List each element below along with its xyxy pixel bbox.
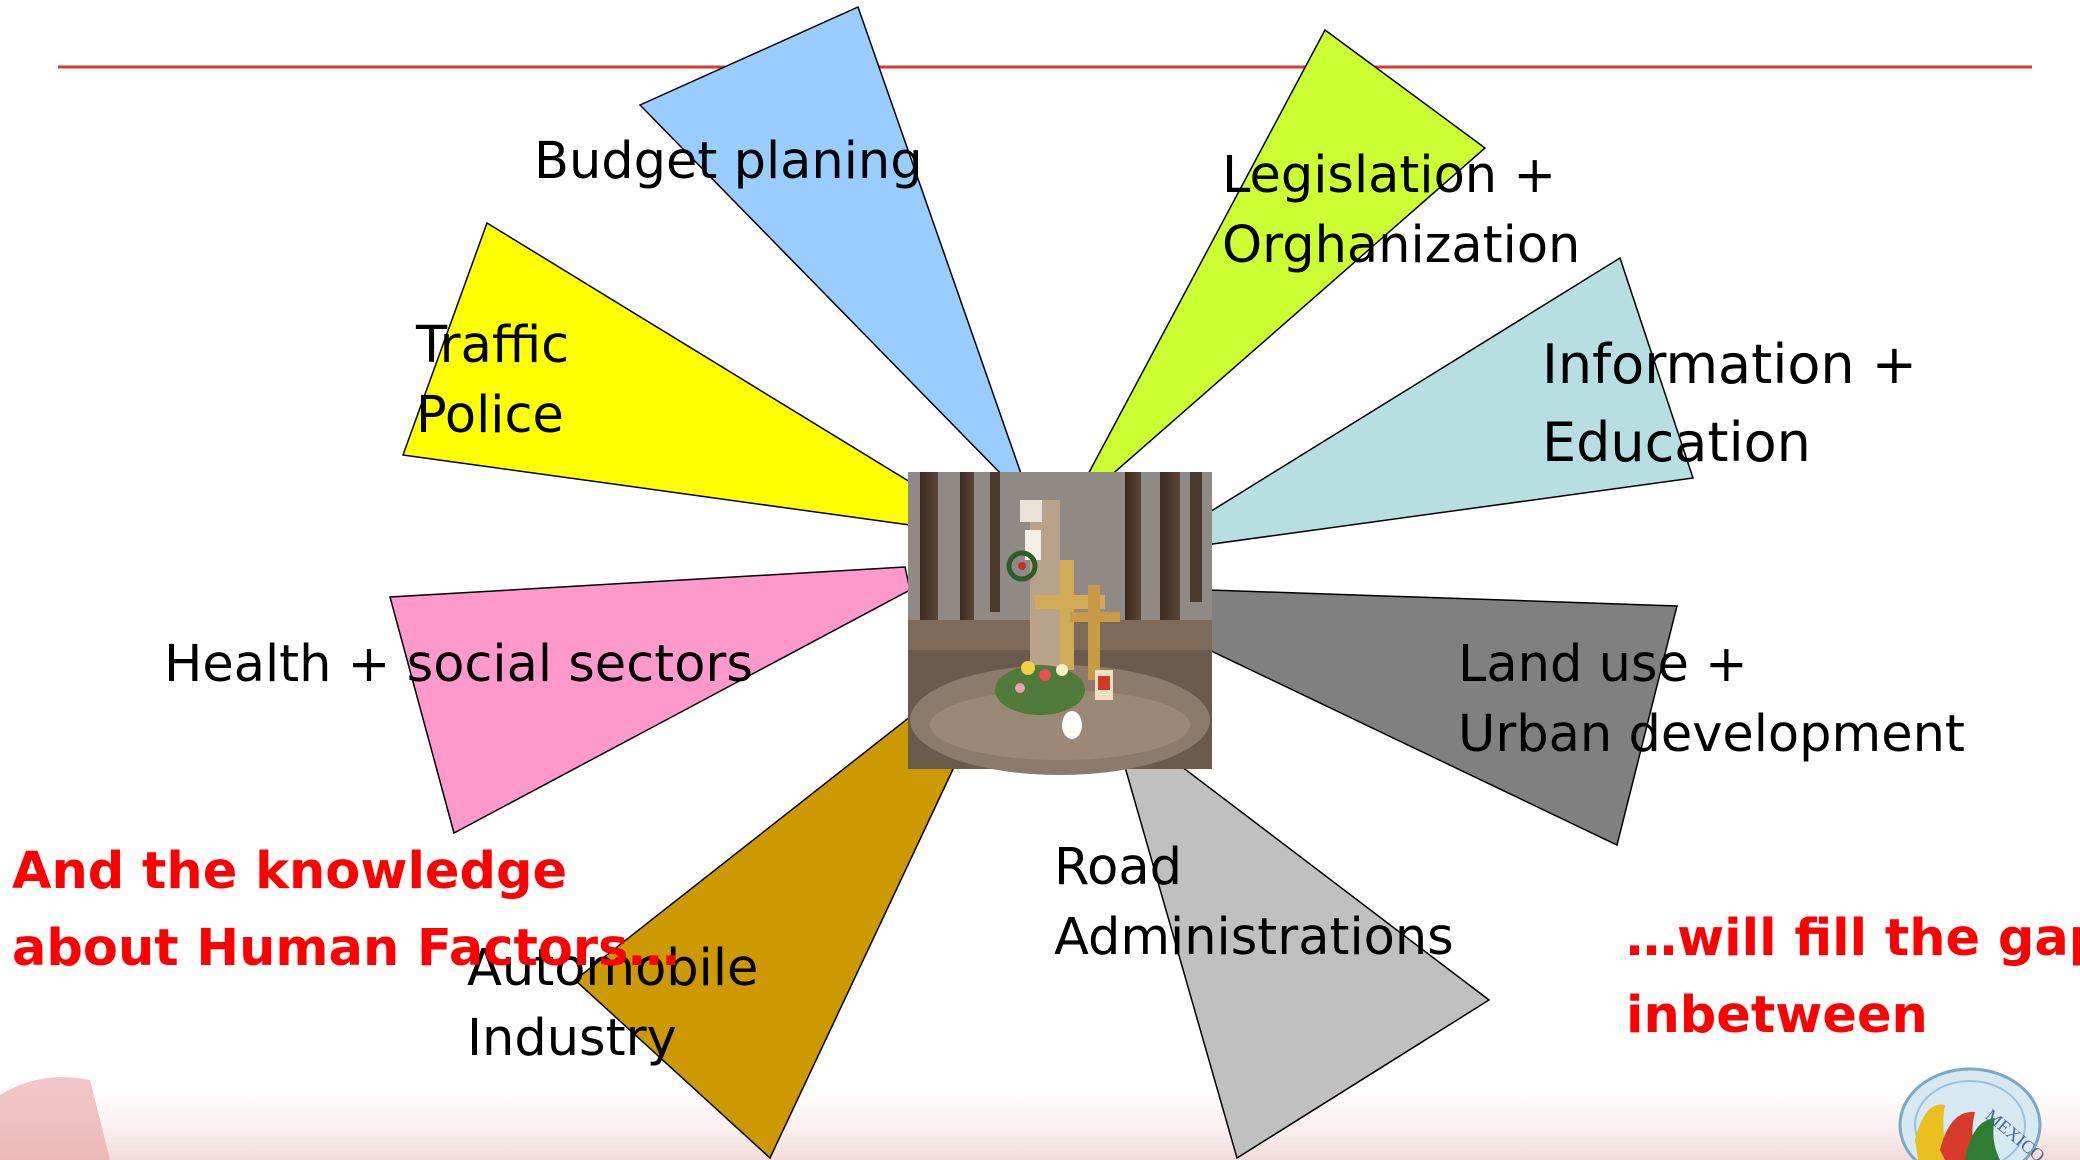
label-line: Health + social sectors — [164, 635, 753, 694]
note-line: about Human Factors… — [12, 919, 680, 978]
label-line: Information + — [1542, 333, 1917, 396]
congress-logo: MEXICO — [1898, 1067, 2049, 1160]
label-line: Automobile — [467, 939, 759, 998]
label-line: Legislation + — [1222, 146, 1557, 205]
note-human-factors: And the knowledge about Human Factors… — [12, 833, 679, 987]
label-line: Budget planing — [534, 132, 923, 191]
label-line: Administrations — [1054, 908, 1454, 967]
note-line: …will fill the gaps — [1626, 909, 2080, 968]
label-line: Police — [416, 386, 564, 445]
note-fill-gaps: …will fill the gaps inbetween — [1626, 900, 2080, 1054]
label-health-social: Health + social sectors — [164, 630, 753, 700]
label-legislation: Legislation + Orghanization — [1222, 141, 1580, 281]
label-budget-planing: Budget planing — [534, 127, 923, 197]
label-line: Land use + — [1458, 635, 1748, 694]
label-line: Industry — [467, 1009, 677, 1068]
bottom-shade — [0, 1070, 2080, 1160]
label-line: Orghanization — [1222, 216, 1581, 275]
label-line: Urban development — [1458, 705, 1965, 764]
memorial-photo — [908, 472, 1212, 775]
corner-decoration — [0, 1077, 110, 1160]
label-land-use: Land use + Urban development — [1458, 630, 1965, 770]
label-line: Traffic — [416, 316, 570, 375]
label-line: Road — [1054, 838, 1182, 897]
note-line: inbetween — [1626, 986, 1928, 1045]
label-automobile-industry: Automobile Industry — [467, 934, 758, 1074]
wedge-health-social — [389, 566, 911, 835]
label-traffic-police: Traffic Police — [416, 311, 569, 451]
label-road-administrations: Road Administrations — [1054, 833, 1454, 973]
label-information: Information + Education — [1542, 326, 1917, 482]
note-line: And the knowledge — [12, 842, 568, 901]
label-line: Education — [1542, 411, 1811, 474]
